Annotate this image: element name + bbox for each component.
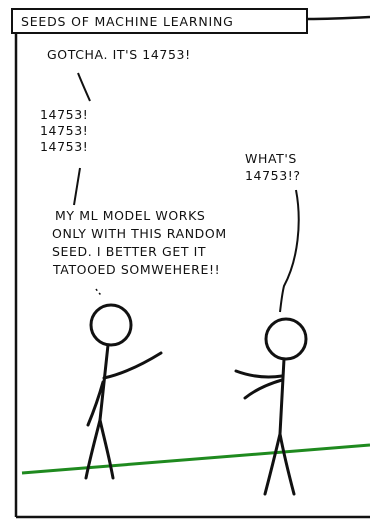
speech-repeat-3: 14753! xyxy=(40,139,89,154)
stick-figure-left xyxy=(84,303,163,480)
arm-right-1 xyxy=(234,369,284,379)
body-right xyxy=(278,357,286,436)
speech-tail-gotcha xyxy=(77,72,91,102)
speech-whats-line-1: WHAT'S xyxy=(245,151,297,166)
speech-repeat-2: 14753! xyxy=(40,123,89,138)
speech-tail-whats xyxy=(279,189,300,313)
speech-tail-repeat xyxy=(73,167,81,206)
stick-figure-right xyxy=(234,317,308,496)
speech-whats-line-2: 14753!? xyxy=(245,168,301,183)
arm-right-2 xyxy=(243,378,284,400)
head-right xyxy=(264,317,308,361)
leg-left-2 xyxy=(98,418,115,480)
leg-right-1 xyxy=(263,432,282,496)
panel-border-top xyxy=(307,15,370,21)
speech-model-line-3: SEED. I BETTER GET IT xyxy=(52,244,207,259)
leg-left-1 xyxy=(84,418,102,480)
leg-right-2 xyxy=(278,432,296,496)
comic-title-box: SEEDS OF MACHINE LEARNING xyxy=(11,8,308,34)
speech-model-line-2: ONLY WITH THIS RANDOM xyxy=(52,226,227,241)
speech-model-line-1: MY ML MODEL WORKS xyxy=(55,208,206,223)
head-left xyxy=(89,303,133,347)
ground-line xyxy=(21,443,370,475)
speech-model-line-4: TATOOED SOMWEHERE!! xyxy=(53,262,221,277)
speech-repeat-1: 14753! xyxy=(40,107,89,122)
arm-left-reaching xyxy=(102,351,163,380)
arm-left-down xyxy=(86,380,105,427)
speech-tail-model xyxy=(95,288,103,297)
speech-gotcha: GOTCHA. IT'S 14753! xyxy=(47,47,191,62)
comic-title: SEEDS OF MACHINE LEARNING xyxy=(21,14,234,29)
